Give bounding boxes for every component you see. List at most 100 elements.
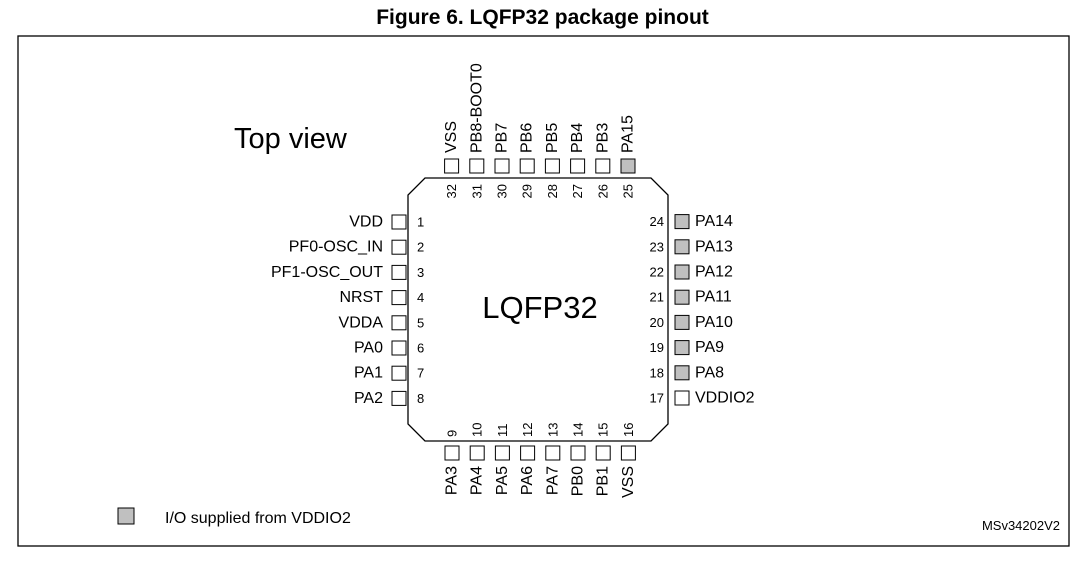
pin-number-20: 20 [650,315,664,330]
pin-box-32 [444,158,460,174]
pin-number-11: 11 [495,423,510,437]
pin-number-9: 9 [445,430,460,437]
pin-box-10 [469,445,485,461]
pin-name-18: PA8 [695,364,724,381]
pin-number-15: 15 [596,423,611,437]
pin-name-6: PA0 [354,340,383,357]
pin-number-30: 30 [495,184,510,198]
pin-box-9 [444,445,460,461]
pin-name-3: PF1-OSC_OUT [271,264,383,281]
pin-name-7: PA1 [354,365,383,382]
pin-box-6 [391,340,407,356]
pin-box-25 [620,158,636,174]
pin-name-17: VDDIO2 [695,390,755,407]
pin-number-7: 7 [417,366,424,381]
pin-box-15 [595,445,611,461]
figure-frame [17,35,1070,547]
package-label: LQFP32 [482,290,597,325]
legend-swatch [117,507,135,525]
pin-number-21: 21 [650,290,664,305]
pin-number-29: 29 [520,184,535,198]
pin-name-4: NRST [339,289,383,306]
pin-box-17 [674,390,690,406]
pin-name-16: VSS [620,466,637,498]
pin-name-23: PA13 [695,238,733,255]
pin-number-19: 19 [650,340,664,355]
pin-box-22 [674,264,690,280]
pin-number-13: 13 [545,423,560,437]
pin-box-1 [391,214,407,230]
pin-number-22: 22 [650,265,664,280]
pin-box-5 [391,315,407,331]
pin-name-13: PA7 [544,466,561,495]
pin-box-20 [674,314,690,330]
top-view-label: Top view [234,123,348,155]
pin-number-5: 5 [417,315,424,330]
pin-name-29: PB6 [519,123,536,153]
pin-box-27 [570,158,586,174]
pin-name-32: VSS [443,121,460,153]
pin-box-8 [391,390,407,406]
pin-name-22: PA12 [695,264,733,281]
pin-name-24: PA14 [695,213,733,230]
pin-number-6: 6 [417,341,424,356]
pin-box-23 [674,239,690,255]
pin-name-31: PB8-BOOT0 [468,63,485,153]
pin-number-1: 1 [417,215,424,230]
pin-number-14: 14 [571,423,586,437]
pin-box-28 [544,158,560,174]
pin-number-17: 17 [650,391,664,406]
pin-name-21: PA11 [695,289,732,306]
pin-number-16: 16 [621,423,636,437]
pin-name-5: VDDA [339,314,384,331]
pin-number-28: 28 [545,184,560,198]
pin-box-7 [391,365,407,381]
pin-box-21 [674,289,690,305]
pin-name-10: PA4 [469,466,486,495]
pin-box-24 [674,214,690,230]
pin-name-20: PA10 [695,314,733,331]
pin-box-19 [674,340,690,356]
pin-name-28: PB5 [544,123,561,153]
pin-name-15: PB1 [595,466,612,496]
pin-number-4: 4 [417,290,424,305]
pin-box-16 [620,445,636,461]
pin-number-32: 32 [444,184,459,198]
pin-name-25: PA15 [620,115,637,153]
pin-name-14: PB0 [570,466,587,496]
figure-caption: Figure 6. LQFP32 package pinout [376,6,709,29]
pin-number-27: 27 [570,184,585,198]
legend-label: I/O supplied from VDDIO2 [165,510,351,527]
pin-name-12: PA6 [519,466,536,495]
pin-box-4 [391,290,407,306]
reference-code: MSv34202V2 [982,518,1060,533]
pin-box-31 [469,158,485,174]
pin-box-2 [391,239,407,255]
pin-box-29 [519,158,535,174]
pin-number-3: 3 [417,265,424,280]
pin-number-10: 10 [470,423,485,437]
pin-number-23: 23 [650,239,664,254]
pin-box-12 [520,445,536,461]
pin-number-8: 8 [417,391,424,406]
pin-number-24: 24 [650,214,664,229]
pin-name-27: PB4 [569,123,586,153]
pin-number-12: 12 [520,423,535,437]
pin-name-2: PF0-OSC_IN [289,239,383,256]
pin-box-14 [570,445,586,461]
pin-box-3 [391,264,407,280]
pin-number-18: 18 [650,365,664,380]
pin-name-30: PB7 [494,123,511,153]
pin-box-13 [545,445,561,461]
pin-box-26 [595,158,611,174]
pin-name-8: PA2 [354,390,383,407]
package-body [407,177,669,442]
pin-number-26: 26 [595,184,610,198]
pin-box-30 [494,158,510,174]
pin-box-11 [494,445,510,461]
pin-name-26: PB3 [594,123,611,153]
pin-name-9: PA3 [444,466,461,495]
pin-number-31: 31 [469,184,484,198]
